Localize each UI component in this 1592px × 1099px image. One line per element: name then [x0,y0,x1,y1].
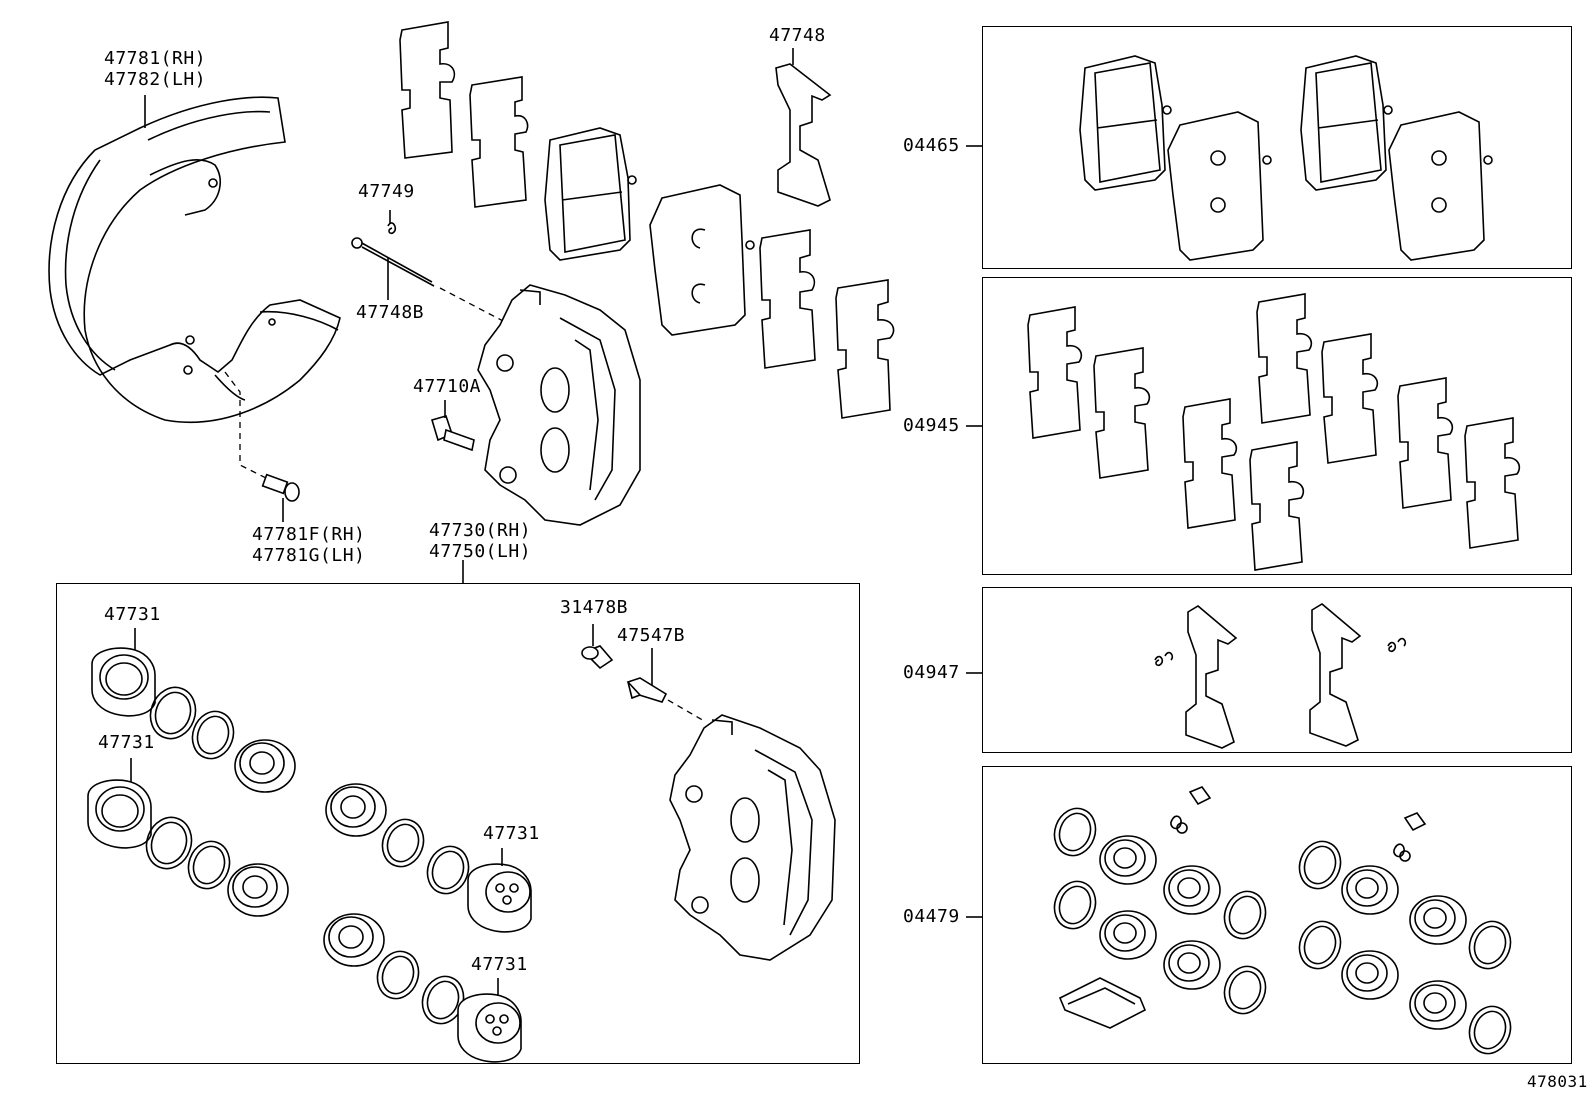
label-piston-1: 47731 [104,604,161,625]
label-kit-shims: 04945 [903,415,960,436]
spring-clip-icon [1154,603,1407,749]
piston-icon [325,783,532,933]
piston-icon [91,647,296,793]
bleeder-screw-icon [261,473,300,522]
kit-box-fitting [982,587,1572,753]
spring-clip-icon [775,63,832,207]
piston-icon [323,913,522,1063]
bolt-icon [431,400,475,452]
cap-icon [581,624,614,670]
label-cap: 31478B [560,597,629,618]
label-bleeder-lh: 47781G(LH) [252,545,366,566]
label-caliper-lh: 47750(LH) [429,541,532,562]
dust-shield-icon [48,96,341,424]
pin-icon [351,210,435,300]
shim-icon [399,21,895,419]
brake-pad-icon [544,127,755,336]
label-bolt: 47710A [413,376,482,397]
diagram-id: 478031 [1527,1072,1588,1091]
seal-kit-icon [1053,786,1512,1055]
label-shim-kit: 47748 [769,25,826,46]
piston-icon [87,779,289,917]
caliper-subassembly-box [56,583,860,1064]
label-shield-rh: 47781(RH) [104,48,207,69]
label-kit-pads: 04465 [903,135,960,156]
kit-box-cylinder [982,766,1572,1064]
label-plug: 47547B [617,625,686,646]
label-caliper-rh: 47730(RH) [429,520,532,541]
label-pin: 47748B [356,302,425,323]
label-shield-lh: 47782(LH) [104,69,207,90]
label-piston-2: 47731 [98,732,155,753]
kit-box-shims [982,277,1572,575]
label-kit-fitting: 04947 [903,662,960,683]
label-piston-4: 47731 [471,954,528,975]
label-pin-clip: 47749 [358,181,415,202]
label-piston-3: 47731 [483,823,540,844]
label-bleeder-rh: 47781F(RH) [252,524,366,545]
caliper-icon [669,714,836,961]
shim-icon [1027,293,1521,571]
brake-pad-icon [1079,55,1493,261]
caliper-icon [477,284,641,526]
kit-box-pads [982,26,1572,269]
bleeder-plug-icon [626,648,668,703]
label-kit-cylinder: 04479 [903,906,960,927]
